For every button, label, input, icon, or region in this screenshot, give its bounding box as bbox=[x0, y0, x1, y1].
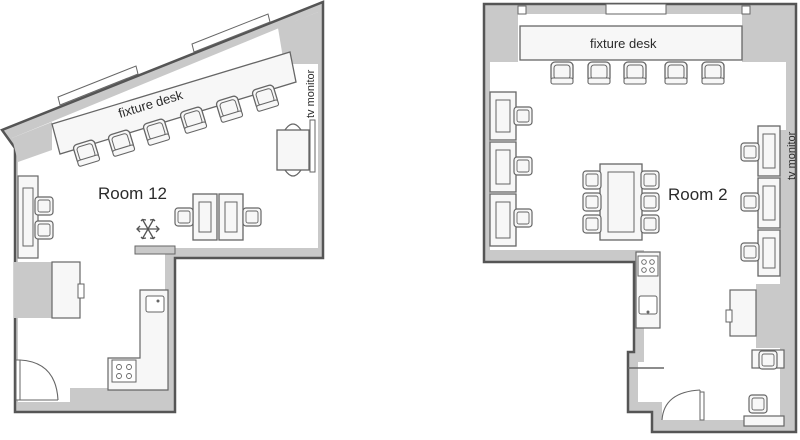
room-2-center-table bbox=[599, 163, 643, 241]
chair-icon[interactable] bbox=[582, 170, 602, 190]
chair-icon[interactable] bbox=[640, 170, 660, 190]
room-2-window-center bbox=[605, 3, 667, 15]
chair-icon[interactable] bbox=[748, 394, 768, 414]
room-12-wall-mass-bottom bbox=[70, 388, 165, 406]
room-2-window-right bbox=[741, 5, 751, 15]
room-12-counter bbox=[51, 261, 81, 319]
room-2-window-left bbox=[517, 5, 527, 15]
door-swing-icon[interactable] bbox=[15, 359, 59, 401]
chair-icon[interactable] bbox=[701, 61, 725, 85]
chair-icon[interactable] bbox=[640, 214, 660, 234]
room-12-tv-label: tv monitor bbox=[305, 69, 317, 118]
room-2-counter bbox=[729, 289, 757, 337]
room-2-fixture-desk bbox=[519, 25, 743, 61]
snowflake-icon bbox=[136, 218, 160, 240]
chair-icon[interactable] bbox=[34, 220, 54, 240]
room-2-left-desks bbox=[489, 91, 517, 247]
room-12-wall-mass-left bbox=[12, 122, 52, 162]
room-12-inner-wall bbox=[134, 245, 176, 255]
stove-icon bbox=[111, 359, 137, 383]
room-2-fixture-desk-label: fixture desk bbox=[590, 36, 657, 51]
chair-icon[interactable] bbox=[513, 156, 533, 176]
door-swing-icon[interactable] bbox=[661, 389, 705, 421]
room-12-windows bbox=[57, 13, 271, 106]
room-2-right-desks bbox=[757, 125, 781, 277]
sink-icon bbox=[638, 295, 658, 315]
room-2-tv-label: tv monitor bbox=[786, 131, 798, 180]
sink-icon bbox=[145, 295, 165, 313]
chair-icon[interactable] bbox=[34, 196, 54, 216]
room-2: fixture desk bbox=[482, 2, 798, 434]
chair-icon[interactable] bbox=[242, 207, 262, 227]
room-12-fixture-desk bbox=[51, 51, 297, 155]
chair-icon[interactable] bbox=[623, 61, 647, 85]
chair-icon[interactable] bbox=[513, 208, 533, 228]
room-12-label: Room 12 bbox=[98, 184, 167, 203]
room-12-twin-desks bbox=[192, 193, 244, 241]
room-12-meeting-chairs bbox=[284, 123, 302, 177]
room-12-meeting-table bbox=[276, 129, 310, 171]
chair-icon[interactable] bbox=[740, 142, 760, 162]
chair-icon[interactable] bbox=[582, 214, 602, 234]
chair-icon[interactable] bbox=[582, 192, 602, 212]
chair-icon[interactable] bbox=[550, 61, 574, 85]
chair-icon[interactable] bbox=[587, 61, 611, 85]
room-12: fixture desk tv monitor Room 12 bbox=[0, 0, 325, 414]
room-2-wall-mass-right bbox=[756, 284, 786, 348]
room-12-wall-mass-right bbox=[278, 12, 318, 64]
stove-icon bbox=[637, 255, 659, 277]
chair-icon[interactable] bbox=[174, 207, 194, 227]
chair-icon[interactable] bbox=[740, 242, 760, 262]
room-12-wall-mass-bottom-left bbox=[14, 262, 52, 318]
chair-icon[interactable] bbox=[740, 192, 760, 212]
room-2-label: Room 2 bbox=[668, 185, 728, 204]
chair-icon[interactable] bbox=[664, 61, 688, 85]
chair-icon[interactable] bbox=[513, 106, 533, 126]
chair-icon[interactable] bbox=[758, 350, 778, 370]
chair-icon[interactable] bbox=[640, 192, 660, 212]
room-2-lower-desk-2 bbox=[743, 415, 785, 427]
room-12-tv-monitor bbox=[309, 119, 316, 173]
